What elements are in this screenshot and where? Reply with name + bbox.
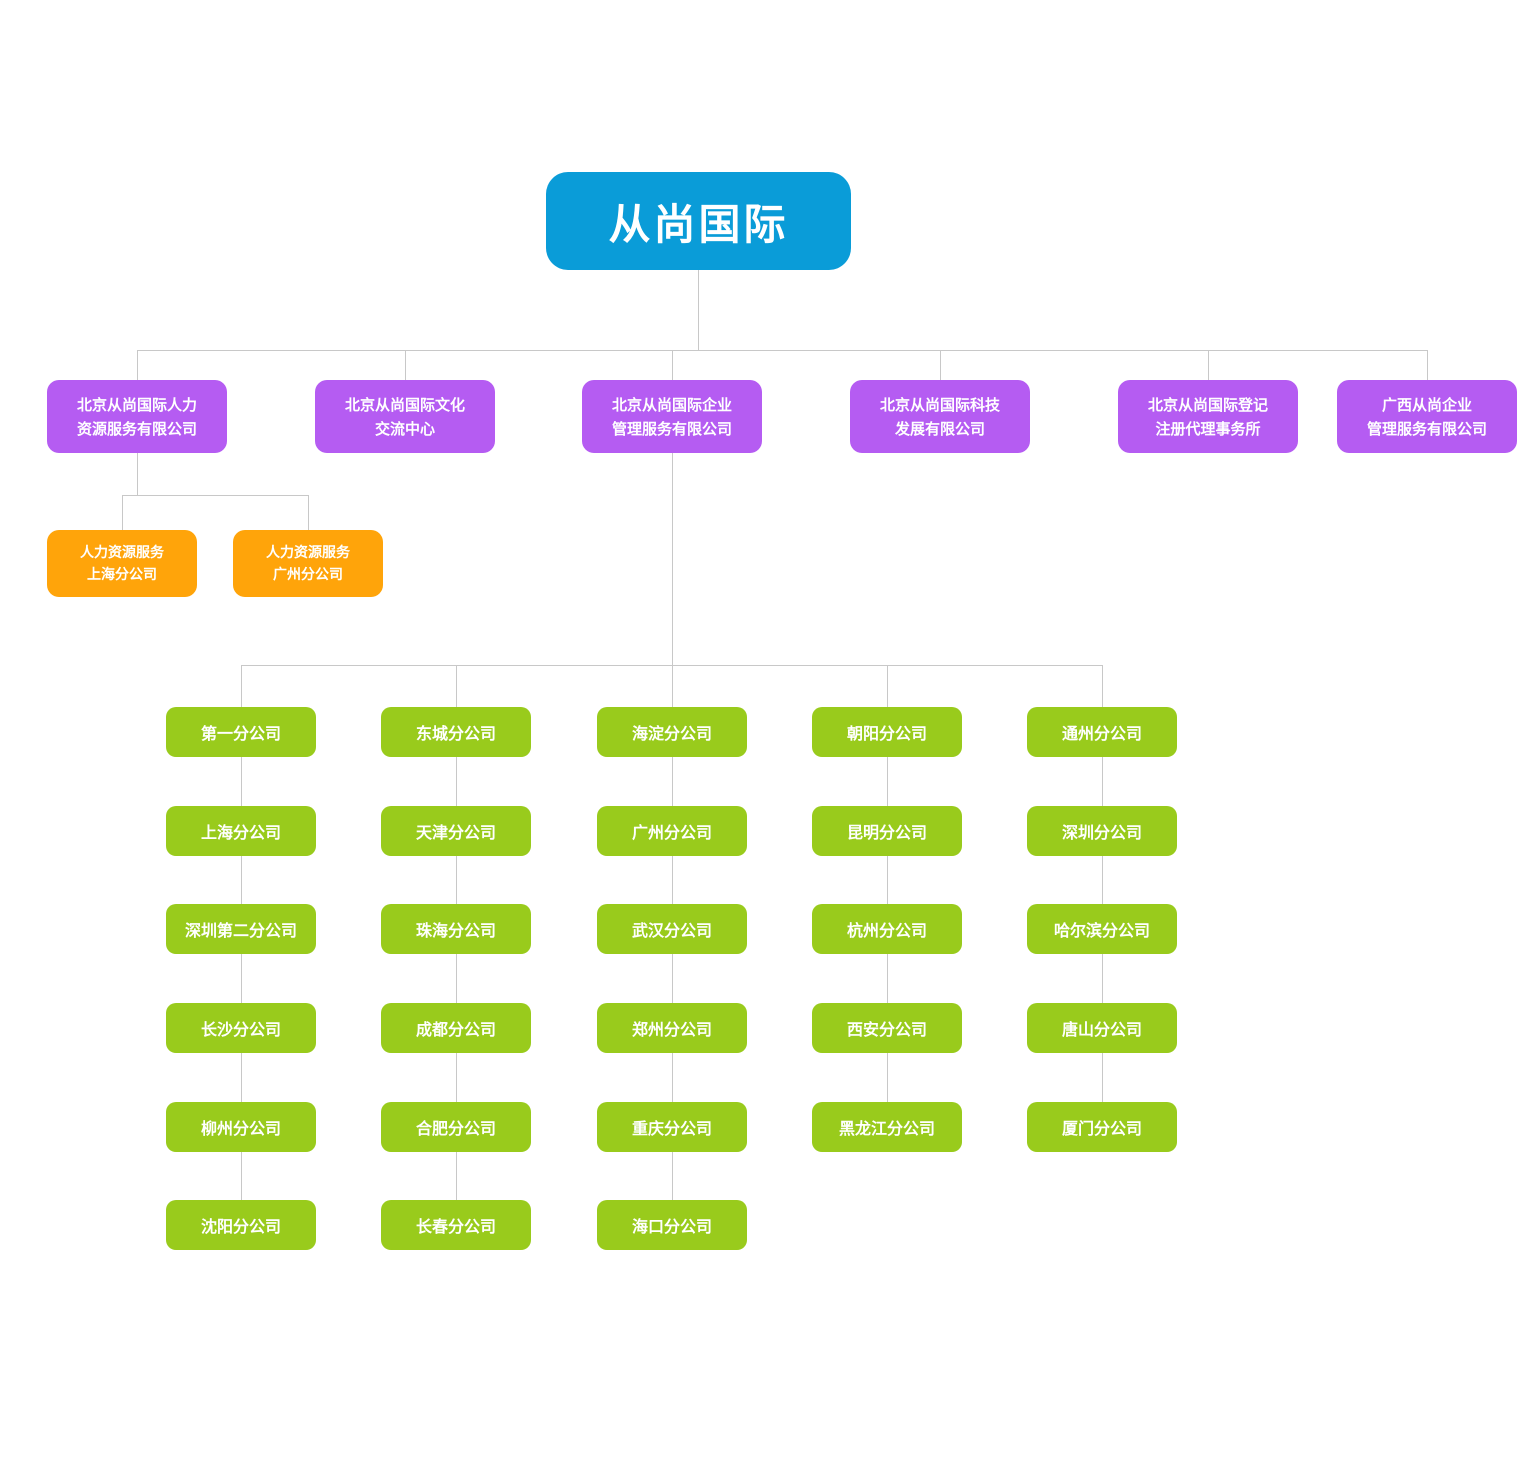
- connector-line: [137, 453, 138, 495]
- branch-node: 海淀分公司: [597, 707, 747, 757]
- branch-node: 第一分公司: [166, 707, 316, 757]
- subsidiary-node: 北京从尚国际登记 注册代理事务所: [1118, 380, 1298, 453]
- branch-node: 东城分公司: [381, 707, 531, 757]
- branch-node: 杭州分公司: [812, 904, 962, 954]
- connector-line: [672, 350, 673, 381]
- branch-node: 长沙分公司: [166, 1003, 316, 1053]
- connector-line: [405, 350, 406, 381]
- branch-node: 唐山分公司: [1027, 1003, 1177, 1053]
- branch-node: 广州分公司: [597, 806, 747, 856]
- hr-branch-node: 人力资源服务 广州分公司: [233, 530, 383, 597]
- connector-line: [308, 495, 309, 531]
- branch-node: 朝阳分公司: [812, 707, 962, 757]
- connector-line: [887, 665, 888, 1127]
- branch-node: 深圳第二分公司: [166, 904, 316, 954]
- connector-line: [122, 495, 309, 496]
- connector-line: [1427, 350, 1428, 381]
- connector-line: [122, 495, 123, 531]
- connector-line: [1208, 350, 1209, 381]
- branch-node: 长春分公司: [381, 1200, 531, 1250]
- connector-line: [672, 453, 673, 665]
- branch-node: 黑龙江分公司: [812, 1102, 962, 1152]
- connector-line: [1102, 665, 1103, 1127]
- subsidiary-node: 北京从尚国际企业 管理服务有限公司: [582, 380, 762, 453]
- branch-node: 上海分公司: [166, 806, 316, 856]
- branch-node: 合肥分公司: [381, 1102, 531, 1152]
- branch-node: 天津分公司: [381, 806, 531, 856]
- connector-line: [698, 270, 699, 350]
- subsidiary-node: 北京从尚国际文化 交流中心: [315, 380, 495, 453]
- subsidiary-node: 北京从尚国际人力 资源服务有限公司: [47, 380, 227, 453]
- branch-node: 柳州分公司: [166, 1102, 316, 1152]
- connector-line: [137, 350, 1428, 351]
- branch-node: 通州分公司: [1027, 707, 1177, 757]
- branch-node: 哈尔滨分公司: [1027, 904, 1177, 954]
- subsidiary-node: 北京从尚国际科技 发展有限公司: [850, 380, 1030, 453]
- branch-node: 深圳分公司: [1027, 806, 1177, 856]
- branch-node: 沈阳分公司: [166, 1200, 316, 1250]
- branch-node: 海口分公司: [597, 1200, 747, 1250]
- connector-line: [940, 350, 941, 381]
- branch-node: 西安分公司: [812, 1003, 962, 1053]
- branch-node: 厦门分公司: [1027, 1102, 1177, 1152]
- hr-branch-node: 人力资源服务 上海分公司: [47, 530, 197, 597]
- branch-node: 成都分公司: [381, 1003, 531, 1053]
- connector-line: [137, 350, 138, 381]
- branch-node: 武汉分公司: [597, 904, 747, 954]
- branch-node: 郑州分公司: [597, 1003, 747, 1053]
- root-node: 从尚国际: [546, 172, 851, 270]
- branch-node: 珠海分公司: [381, 904, 531, 954]
- subsidiary-node: 广西从尚企业 管理服务有限公司: [1337, 380, 1517, 453]
- branch-node: 重庆分公司: [597, 1102, 747, 1152]
- branch-node: 昆明分公司: [812, 806, 962, 856]
